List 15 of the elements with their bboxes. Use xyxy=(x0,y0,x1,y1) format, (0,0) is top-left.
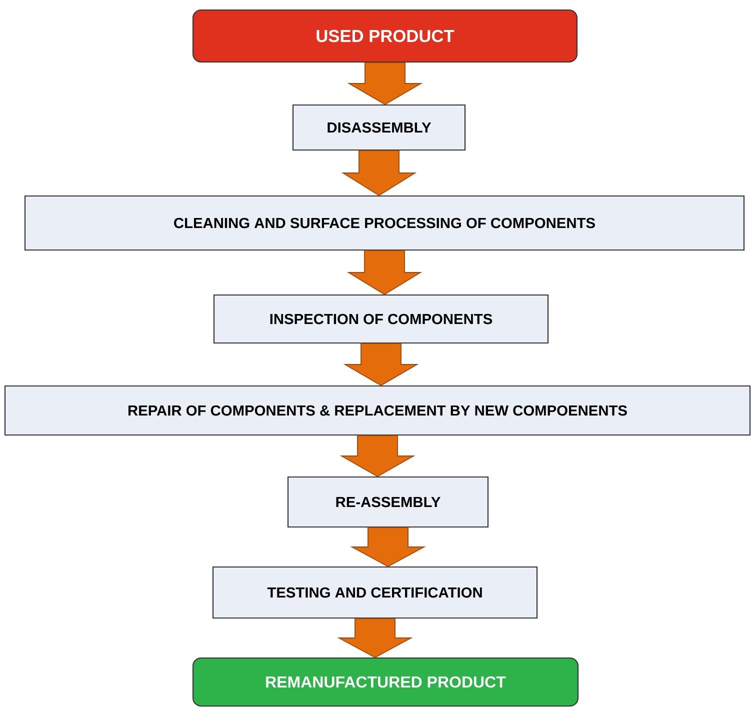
arrow xyxy=(347,62,423,106)
process-box: RE-ASSEMBLY xyxy=(287,476,489,528)
arrow xyxy=(337,618,413,658)
arrow xyxy=(343,343,419,386)
process-box: INSPECTION OF COMPONENTS xyxy=(213,294,549,344)
arrow xyxy=(340,435,416,477)
process-box: DISASSEMBLY xyxy=(292,104,466,151)
end-box: REMANUFACTURED PRODUCT xyxy=(192,657,579,707)
process-box: REPAIR OF COMPONENTS & REPLACEMENT BY NEW COMPOENENTS xyxy=(4,385,751,436)
arrow xyxy=(346,250,422,296)
arrow xyxy=(341,150,417,196)
start-box: USED PRODUCT xyxy=(192,9,578,63)
arrow xyxy=(350,527,426,567)
process-box: CLEANING AND SURFACE PROCESSING OF COMPONENTS xyxy=(24,195,745,251)
process-box: TESTING AND CERTIFICATION xyxy=(212,566,538,619)
